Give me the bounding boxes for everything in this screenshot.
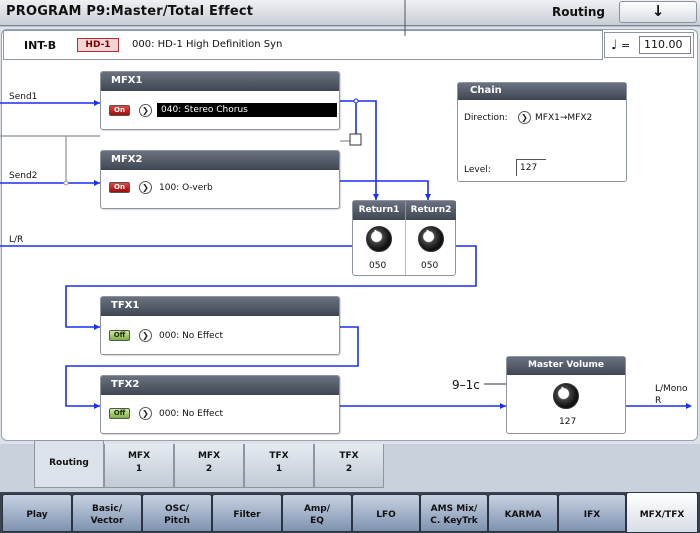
- chain-direction-label: Direction:: [464, 113, 508, 123]
- subtab-tfx2[interactable]: TFX 2: [314, 444, 384, 488]
- mfx2-block[interactable]: MFX2 On ❯ 100: O-verb: [100, 150, 340, 209]
- return2-knob[interactable]: [418, 226, 444, 252]
- page-menu-button[interactable]: ↓: [619, 1, 697, 23]
- subtab-mfx1[interactable]: MFX 1: [104, 444, 174, 488]
- subtab-tfx1-line2: 1: [275, 464, 283, 474]
- chain-level-field[interactable]: 127: [516, 159, 546, 176]
- mfx2-effect[interactable]: 100: O-verb: [159, 183, 213, 193]
- tab-filter-label: Filter: [233, 510, 261, 520]
- return1-value: 050: [369, 261, 387, 271]
- master-volume-panel: Master Volume 127: [506, 356, 626, 434]
- sub-tab-bar: Routing MFX 1 MFX 2 TFX 1 TFX 2: [0, 440, 700, 492]
- tfx1-title: TFX1: [101, 297, 339, 316]
- main-tab-bar: Play Basic/Vector OSC/Pitch Filter Amp/E…: [0, 492, 700, 533]
- subtab-routing[interactable]: Routing: [34, 440, 104, 488]
- mfx1-title: MFX1: [101, 72, 339, 91]
- master-volume-value: 127: [559, 417, 577, 427]
- chain-title: Chain: [458, 83, 626, 100]
- program-select-bar[interactable]: INT-B HD-1 000: HD-1 High Definition Syn: [3, 30, 603, 60]
- tempo-field[interactable]: 110.00: [639, 36, 691, 54]
- tab-play[interactable]: Play: [2, 494, 72, 532]
- mfx1-switch[interactable]: On: [109, 105, 130, 116]
- returns-divider: [405, 220, 406, 275]
- r-label: R: [655, 396, 662, 406]
- tab-ifx-label: IFX: [583, 510, 601, 520]
- mfx2-switch[interactable]: On: [109, 182, 130, 193]
- lr-label: L/R: [9, 235, 24, 245]
- tab-karma-label: KARMA: [504, 510, 542, 520]
- mfx1-select-arrow-icon[interactable]: ❯: [139, 104, 152, 117]
- subtab-tfx1-line1: TFX: [269, 451, 289, 461]
- subtab-routing-label: Routing: [49, 458, 89, 468]
- tab-filter[interactable]: Filter: [212, 494, 282, 532]
- chain-panel: Chain Direction: ❯ MFX1→MFX2 Level: 127: [457, 82, 627, 182]
- tab-mfx-tfx[interactable]: MFX/TFX: [626, 492, 698, 533]
- program-name: 000: HD-1 High Definition Syn: [132, 39, 283, 50]
- tab-osc-pitch-line2: Pitch: [164, 516, 190, 526]
- subtab-mfx1-line1: MFX: [127, 451, 151, 461]
- send2-label: Send2: [9, 171, 38, 181]
- tfx2-title: TFX2: [101, 376, 339, 395]
- tab-basic-vector[interactable]: Basic/Vector: [72, 494, 142, 532]
- subtab-mfx2-line2: 2: [205, 464, 213, 474]
- mfx1-block[interactable]: MFX1 On ❯ 040: Stereo Chorus: [100, 71, 340, 130]
- tab-mfx-tfx-label: MFX/TFX: [639, 510, 685, 520]
- program-type-badge: HD-1: [77, 38, 119, 52]
- tab-karma[interactable]: KARMA: [488, 494, 558, 532]
- quarter-note-icon: ♩: [611, 38, 618, 53]
- returns-panel: Return1 Return2 050 050: [352, 200, 456, 276]
- tab-osc-pitch-line1: OSC/: [164, 504, 190, 514]
- tab-ifx[interactable]: IFX: [558, 494, 626, 532]
- tab-amp-eq-line1: Amp/: [303, 504, 331, 514]
- callout-label: 9–1c: [452, 378, 480, 392]
- tab-lfo[interactable]: LFO: [352, 494, 420, 532]
- tfx2-block[interactable]: TFX2 Off ❯ 000: No Effect: [100, 375, 340, 434]
- tab-ams-mix[interactable]: AMS Mix/C. KeyTrk: [420, 494, 488, 532]
- tfx1-block[interactable]: TFX1 Off ❯ 000: No Effect: [100, 296, 340, 355]
- program-bank: INT-B: [24, 39, 57, 52]
- chain-level-label: Level:: [464, 165, 491, 175]
- subtab-tfx1[interactable]: TFX 1: [244, 444, 314, 488]
- master-volume-knob[interactable]: [553, 383, 579, 409]
- return1-label: Return1: [353, 201, 405, 220]
- tfx2-select-arrow-icon[interactable]: ❯: [139, 407, 152, 420]
- subtab-mfx2-line1: MFX: [197, 451, 221, 461]
- tab-amp-eq-line2: EQ: [310, 516, 324, 526]
- chain-direction-value[interactable]: MFX1→MFX2: [535, 113, 593, 123]
- send1-label: Send1: [9, 92, 38, 102]
- mfx2-title: MFX2: [101, 151, 339, 170]
- subtab-tfx2-line2: 2: [345, 464, 353, 474]
- lmono-label: L/Mono: [655, 384, 688, 394]
- page-title: PROGRAM P9:Master/Total Effect: [6, 4, 254, 19]
- tempo-equals: =: [621, 39, 631, 52]
- mfx1-effect[interactable]: 040: Stereo Chorus: [157, 103, 337, 117]
- tab-ams-mix-line1: AMS Mix/: [430, 504, 478, 514]
- tab-amp-eq[interactable]: Amp/EQ: [282, 494, 352, 532]
- return2-label: Return2: [405, 201, 456, 220]
- return2-value: 050: [421, 261, 439, 271]
- tfx2-effect[interactable]: 000: No Effect: [159, 409, 224, 419]
- tfx1-switch[interactable]: Off: [109, 330, 130, 341]
- tfx1-select-arrow-icon[interactable]: ❯: [139, 329, 152, 342]
- tab-ams-mix-line2: C. KeyTrk: [430, 516, 478, 526]
- mfx2-select-arrow-icon[interactable]: ❯: [139, 181, 152, 194]
- tempo-box: ♩ = 110.00: [604, 32, 694, 58]
- return1-knob[interactable]: [366, 226, 392, 252]
- tab-basic-vector-line1: Basic/: [92, 504, 122, 514]
- subtab-mfx1-line2: 1: [135, 464, 143, 474]
- tfx2-switch[interactable]: Off: [109, 408, 130, 419]
- tab-basic-vector-line2: Vector: [90, 516, 124, 526]
- chain-direction-arrow-icon[interactable]: ❯: [518, 111, 531, 124]
- tab-lfo-label: LFO: [376, 510, 396, 520]
- tab-play-label: Play: [26, 510, 48, 520]
- subtab-mfx2[interactable]: MFX 2: [174, 444, 244, 488]
- subtab-tfx2-line1: TFX: [339, 451, 359, 461]
- title-bar: PROGRAM P9:Master/Total Effect Routing ↓: [0, 0, 700, 26]
- section-label: Routing: [552, 5, 606, 19]
- tfx1-effect[interactable]: 000: No Effect: [159, 331, 224, 341]
- down-arrow-icon: ↓: [651, 2, 665, 20]
- tab-osc-pitch[interactable]: OSC/Pitch: [142, 494, 212, 532]
- master-volume-title: Master Volume: [507, 357, 625, 375]
